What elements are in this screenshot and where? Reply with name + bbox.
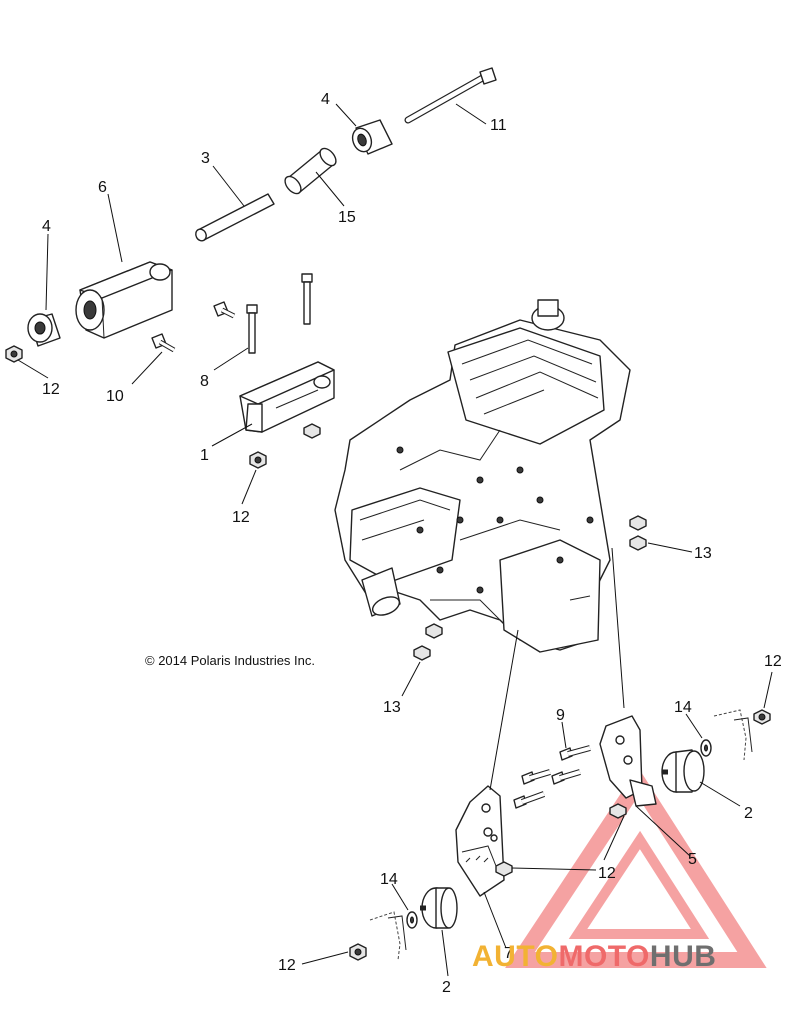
callout-label: 3 [201,150,210,167]
callout-label: 14 [674,699,692,716]
part-15-sleeve [284,147,337,195]
callout-label: 12 [42,381,60,398]
callout-label: 12 [232,509,250,526]
part-12-nut-plate [495,861,513,877]
part-1-bracket [239,361,335,433]
callout-label: 4 [321,91,330,108]
nut-bracket [303,423,321,439]
part-4-bushing-top [351,119,393,155]
frame-section-lower [369,911,407,961]
callout-label: 6 [98,179,107,196]
part-12-nut-lower [349,943,367,961]
watermark-text-moto: MOTO [558,940,650,973]
callout-label: 1 [200,447,209,464]
callout-label: 12 [598,865,616,882]
part-11-long-bolt [404,67,497,124]
callout-label: 7 [504,945,513,962]
part-6-mount-block [75,261,173,339]
callout-label: 9 [556,707,565,724]
callout-label: 13 [383,699,401,716]
part-13-nut-lower [413,623,443,661]
callout-label: 11 [490,117,507,134]
watermark-text-auto: AUTO [472,940,559,973]
callout-label: 12 [278,957,296,974]
callout-label: 10 [106,388,124,405]
part-8-bolt [246,304,258,354]
engine-assembly [334,299,631,653]
part-12-nut-mid [609,803,627,819]
part-14-washer-right [700,739,712,757]
watermark-text-hub: HUB [649,940,717,973]
callout-label: 15 [338,209,356,226]
part-7-plate-bracket [455,785,505,897]
bolt-small-upper [213,301,236,319]
part-13-nut-upper [629,515,647,551]
watermark-logo [505,767,767,968]
callout-label: 12 [764,653,782,670]
bolt-vertical-right [301,273,313,325]
part-5-bracket [599,715,657,807]
frame-section-right [713,709,753,761]
callout-label: 2 [442,979,451,996]
callout-label: 2 [744,805,753,822]
callout-label: 5 [688,851,697,868]
copyright-notice: © 2014 Polaris Industries Inc. [145,653,315,668]
part-14-washer-lower [406,911,418,929]
callout-label: 13 [694,545,712,562]
assembly-guide-lines [489,547,625,791]
watermark-wordmark: AUTOMOTOHUB [472,942,716,972]
part-12-nut-center [249,451,267,469]
part-2-mount-right [661,749,705,793]
part-12-nut-left [5,345,23,363]
part-2-mount-lower [420,887,458,929]
part-12-nut-right [753,709,771,725]
part-4-bushing-left [27,313,61,347]
part-10-bolt [151,333,176,353]
callout-labels: 4 6 3 15 11 12 10 8 1 12 4 13 13 12 9 14… [42,91,782,996]
part-9-bolts [513,745,591,809]
leader-lines [17,103,773,977]
callout-label: 8 [200,373,209,390]
part-3-pin [195,193,275,242]
callout-label: 14 [380,871,398,888]
callout-label: 4 [42,218,51,235]
